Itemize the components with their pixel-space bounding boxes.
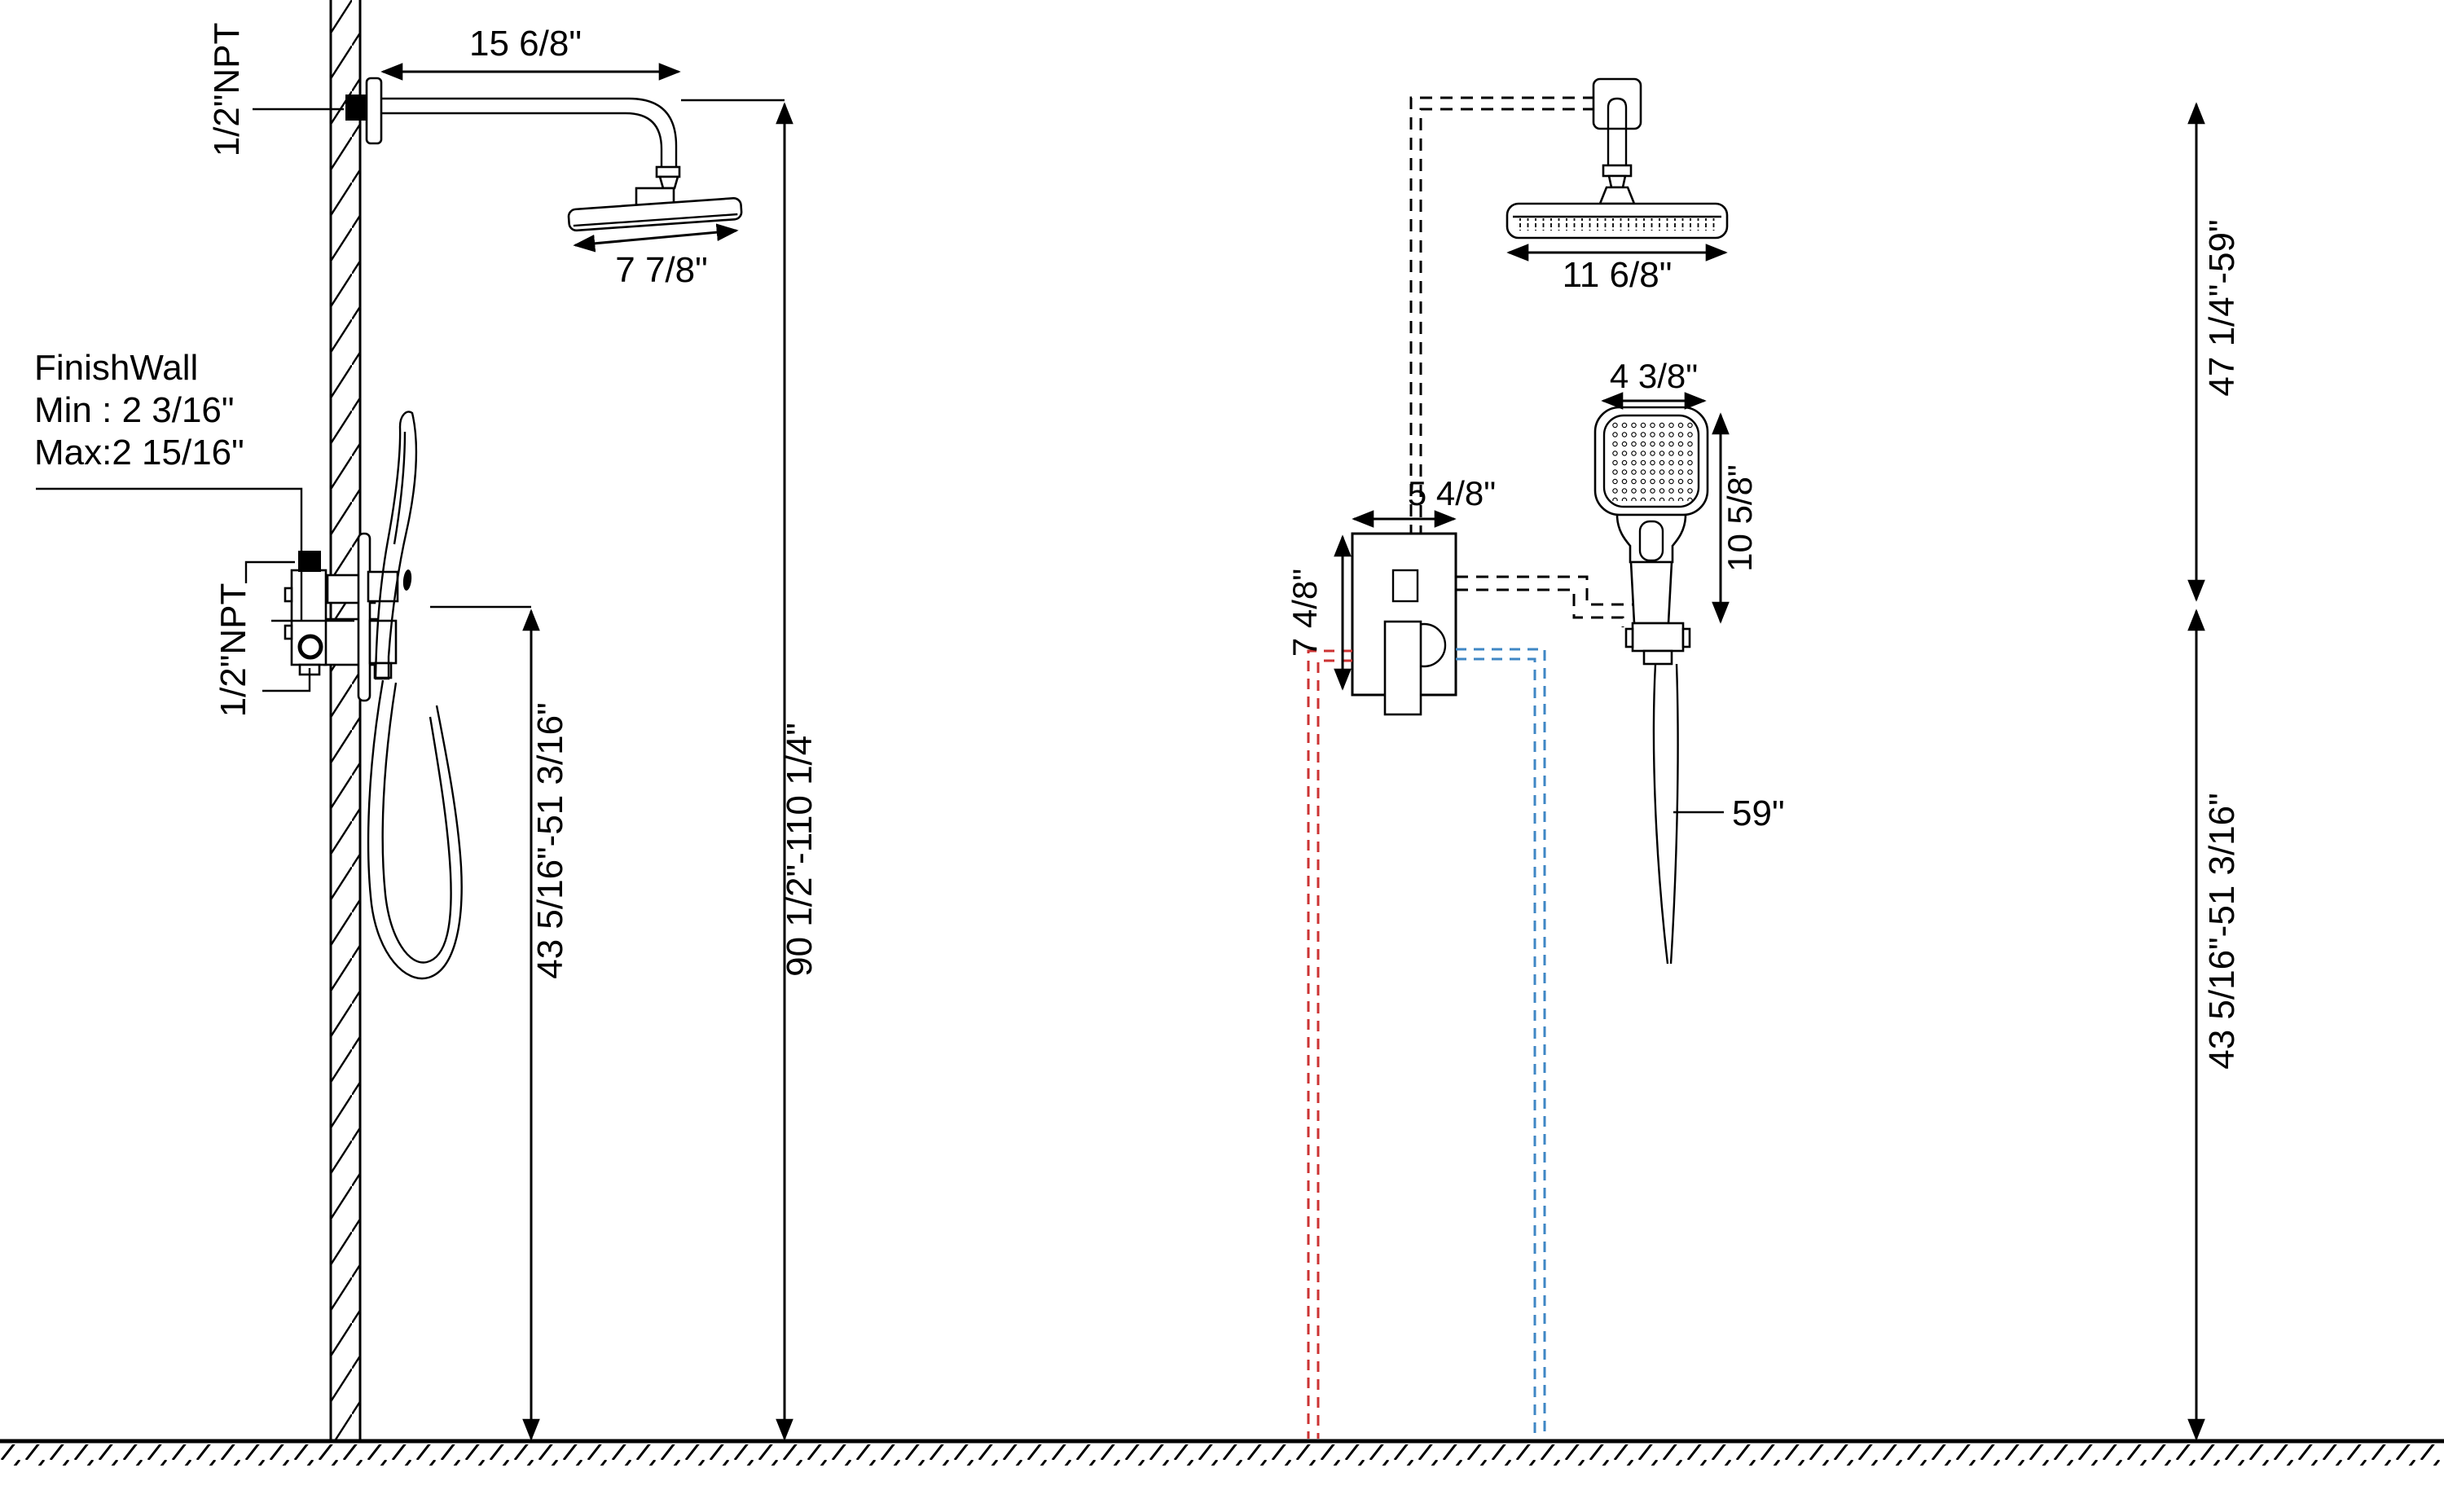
note-npt-top: 1/2"NPT: [207, 23, 344, 157]
dim-hand-width: 4 3/8": [1601, 357, 1707, 410]
right-hand-shower: [1593, 406, 1709, 625]
dim-right-floor-to-holder-label: 43 5/16"-51 3/16": [2202, 793, 2242, 1070]
arm-npt-fitting: [345, 94, 367, 121]
dim-hand-height: 10 5/8": [1712, 412, 1759, 624]
dim-right-floor-to-holder: 43 5/16"-51 3/16": [2187, 609, 2242, 1441]
rain-head-mount-plate: [1592, 77, 1642, 130]
dim-left-head-width-label: 7 7/8": [615, 250, 707, 290]
dim-left-head-width: 7 7/8": [573, 223, 739, 290]
left-shower-head: [567, 165, 743, 232]
cold-supply-line: [1456, 648, 1546, 1439]
dim-right-holder-to-head: 47 1/4"-59": [2187, 102, 2242, 602]
hand-shower-button: [402, 569, 412, 591]
left-hand-shower: [374, 411, 418, 680]
dim-left-valve-to-floor: 43 5/16"-51 3/16": [430, 605, 570, 1441]
wall-section: [329, 0, 362, 1441]
dim-left-head-to-floor-label: 90 1/2"-110 1/4": [780, 723, 820, 977]
dim-rain-head-width: 11 6/8": [1506, 244, 1728, 295]
dim-arm-reach: 15 6/8": [380, 24, 681, 81]
dim-valve-height: 7 4/8": [1286, 534, 1352, 691]
dim-left-head-to-floor: 90 1/2"-110 1/4": [681, 99, 820, 1441]
hot-supply-line: [1307, 649, 1352, 1439]
finish-wall-line1: FinishWall: [34, 348, 198, 388]
floor-section: [0, 1439, 2444, 1466]
dim-valve-width-label: 5 4/8": [1408, 474, 1496, 512]
left-hose-loop: [367, 679, 463, 980]
dim-valve-width: 5 4/8": [1352, 474, 1496, 528]
dim-right-holder-to-head-label: 47 1/4"-59": [2202, 219, 2242, 396]
note-npt-valve: 1/2"NPT: [213, 560, 311, 718]
npt-outlet-round: [297, 634, 323, 660]
right-valve-box: [1351, 532, 1457, 716]
finish-wall-line2: Min : 2 3/16": [34, 390, 235, 430]
rain-shower-head: [1506, 77, 1729, 240]
hand-shower-holder: [1624, 622, 1691, 666]
note-hose-length: 59": [1673, 793, 1785, 833]
valve-diverter-button: [1391, 569, 1419, 603]
npt-valve-label: 1/2"NPT: [213, 583, 253, 718]
dim-hand-width-label: 4 3/8": [1610, 357, 1698, 395]
dim-hand-height-label: 10 5/8": [1721, 464, 1759, 572]
note-finish-wall: FinishWall Min : 2 3/16" Max:2 15/16": [34, 348, 354, 622]
hand-shower-spray-face: [1610, 421, 1693, 501]
dim-arm-reach-label: 15 6/8": [469, 24, 582, 64]
npt-top-label: 1/2"NPT: [207, 23, 247, 157]
finish-wall-line3: Max:2 15/16": [34, 433, 244, 472]
right-hose: [1652, 663, 1679, 965]
concealed-supply-lines: [1409, 96, 1595, 534]
dim-rain-head-width-label: 11 6/8": [1563, 255, 1673, 295]
valve-to-holder-lines: [1456, 575, 1637, 627]
rain-head-nozzle-band: [1514, 218, 1721, 235]
dim-left-valve-to-floor-label: 43 5/16"-51 3/16": [530, 702, 570, 979]
valve-handle: [1383, 620, 1422, 716]
arm-escutcheon: [365, 77, 383, 145]
hand-shower-mode-button: [1638, 520, 1664, 562]
hose-length-label: 59": [1732, 793, 1785, 833]
rough-in-valve-body: [284, 551, 327, 676]
shower-arm: [381, 97, 678, 168]
dim-valve-height-label: 7 4/8": [1286, 569, 1324, 657]
